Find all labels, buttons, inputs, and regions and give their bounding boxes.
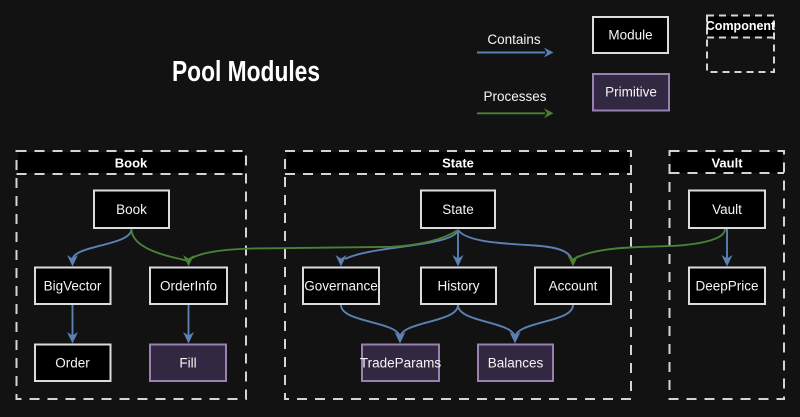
svg-text:State: State xyxy=(442,156,474,171)
svg-text:Balances: Balances xyxy=(488,356,544,371)
svg-text:DeepPrice: DeepPrice xyxy=(695,279,758,294)
svg-text:BigVector: BigVector xyxy=(44,279,102,294)
svg-text:Component: Component xyxy=(706,19,776,33)
svg-text:Order: Order xyxy=(55,356,90,371)
svg-text:Pool Modules: Pool Modules xyxy=(172,56,320,88)
svg-text:Primitive: Primitive xyxy=(605,85,657,100)
svg-text:Module: Module xyxy=(608,28,652,43)
svg-text:Processes: Processes xyxy=(483,89,546,104)
svg-text:History: History xyxy=(437,279,479,294)
svg-text:Vault: Vault xyxy=(711,156,743,171)
svg-text:State: State xyxy=(442,202,474,217)
svg-text:Book: Book xyxy=(115,156,148,171)
svg-text:Book: Book xyxy=(116,202,147,217)
svg-text:Account: Account xyxy=(549,279,598,294)
svg-text:Fill: Fill xyxy=(179,356,196,371)
svg-text:TradeParams: TradeParams xyxy=(360,356,442,371)
svg-text:Governance: Governance xyxy=(304,279,378,294)
svg-text:Contains: Contains xyxy=(487,32,541,47)
svg-text:Vault: Vault xyxy=(712,202,742,217)
svg-text:OrderInfo: OrderInfo xyxy=(160,279,217,294)
